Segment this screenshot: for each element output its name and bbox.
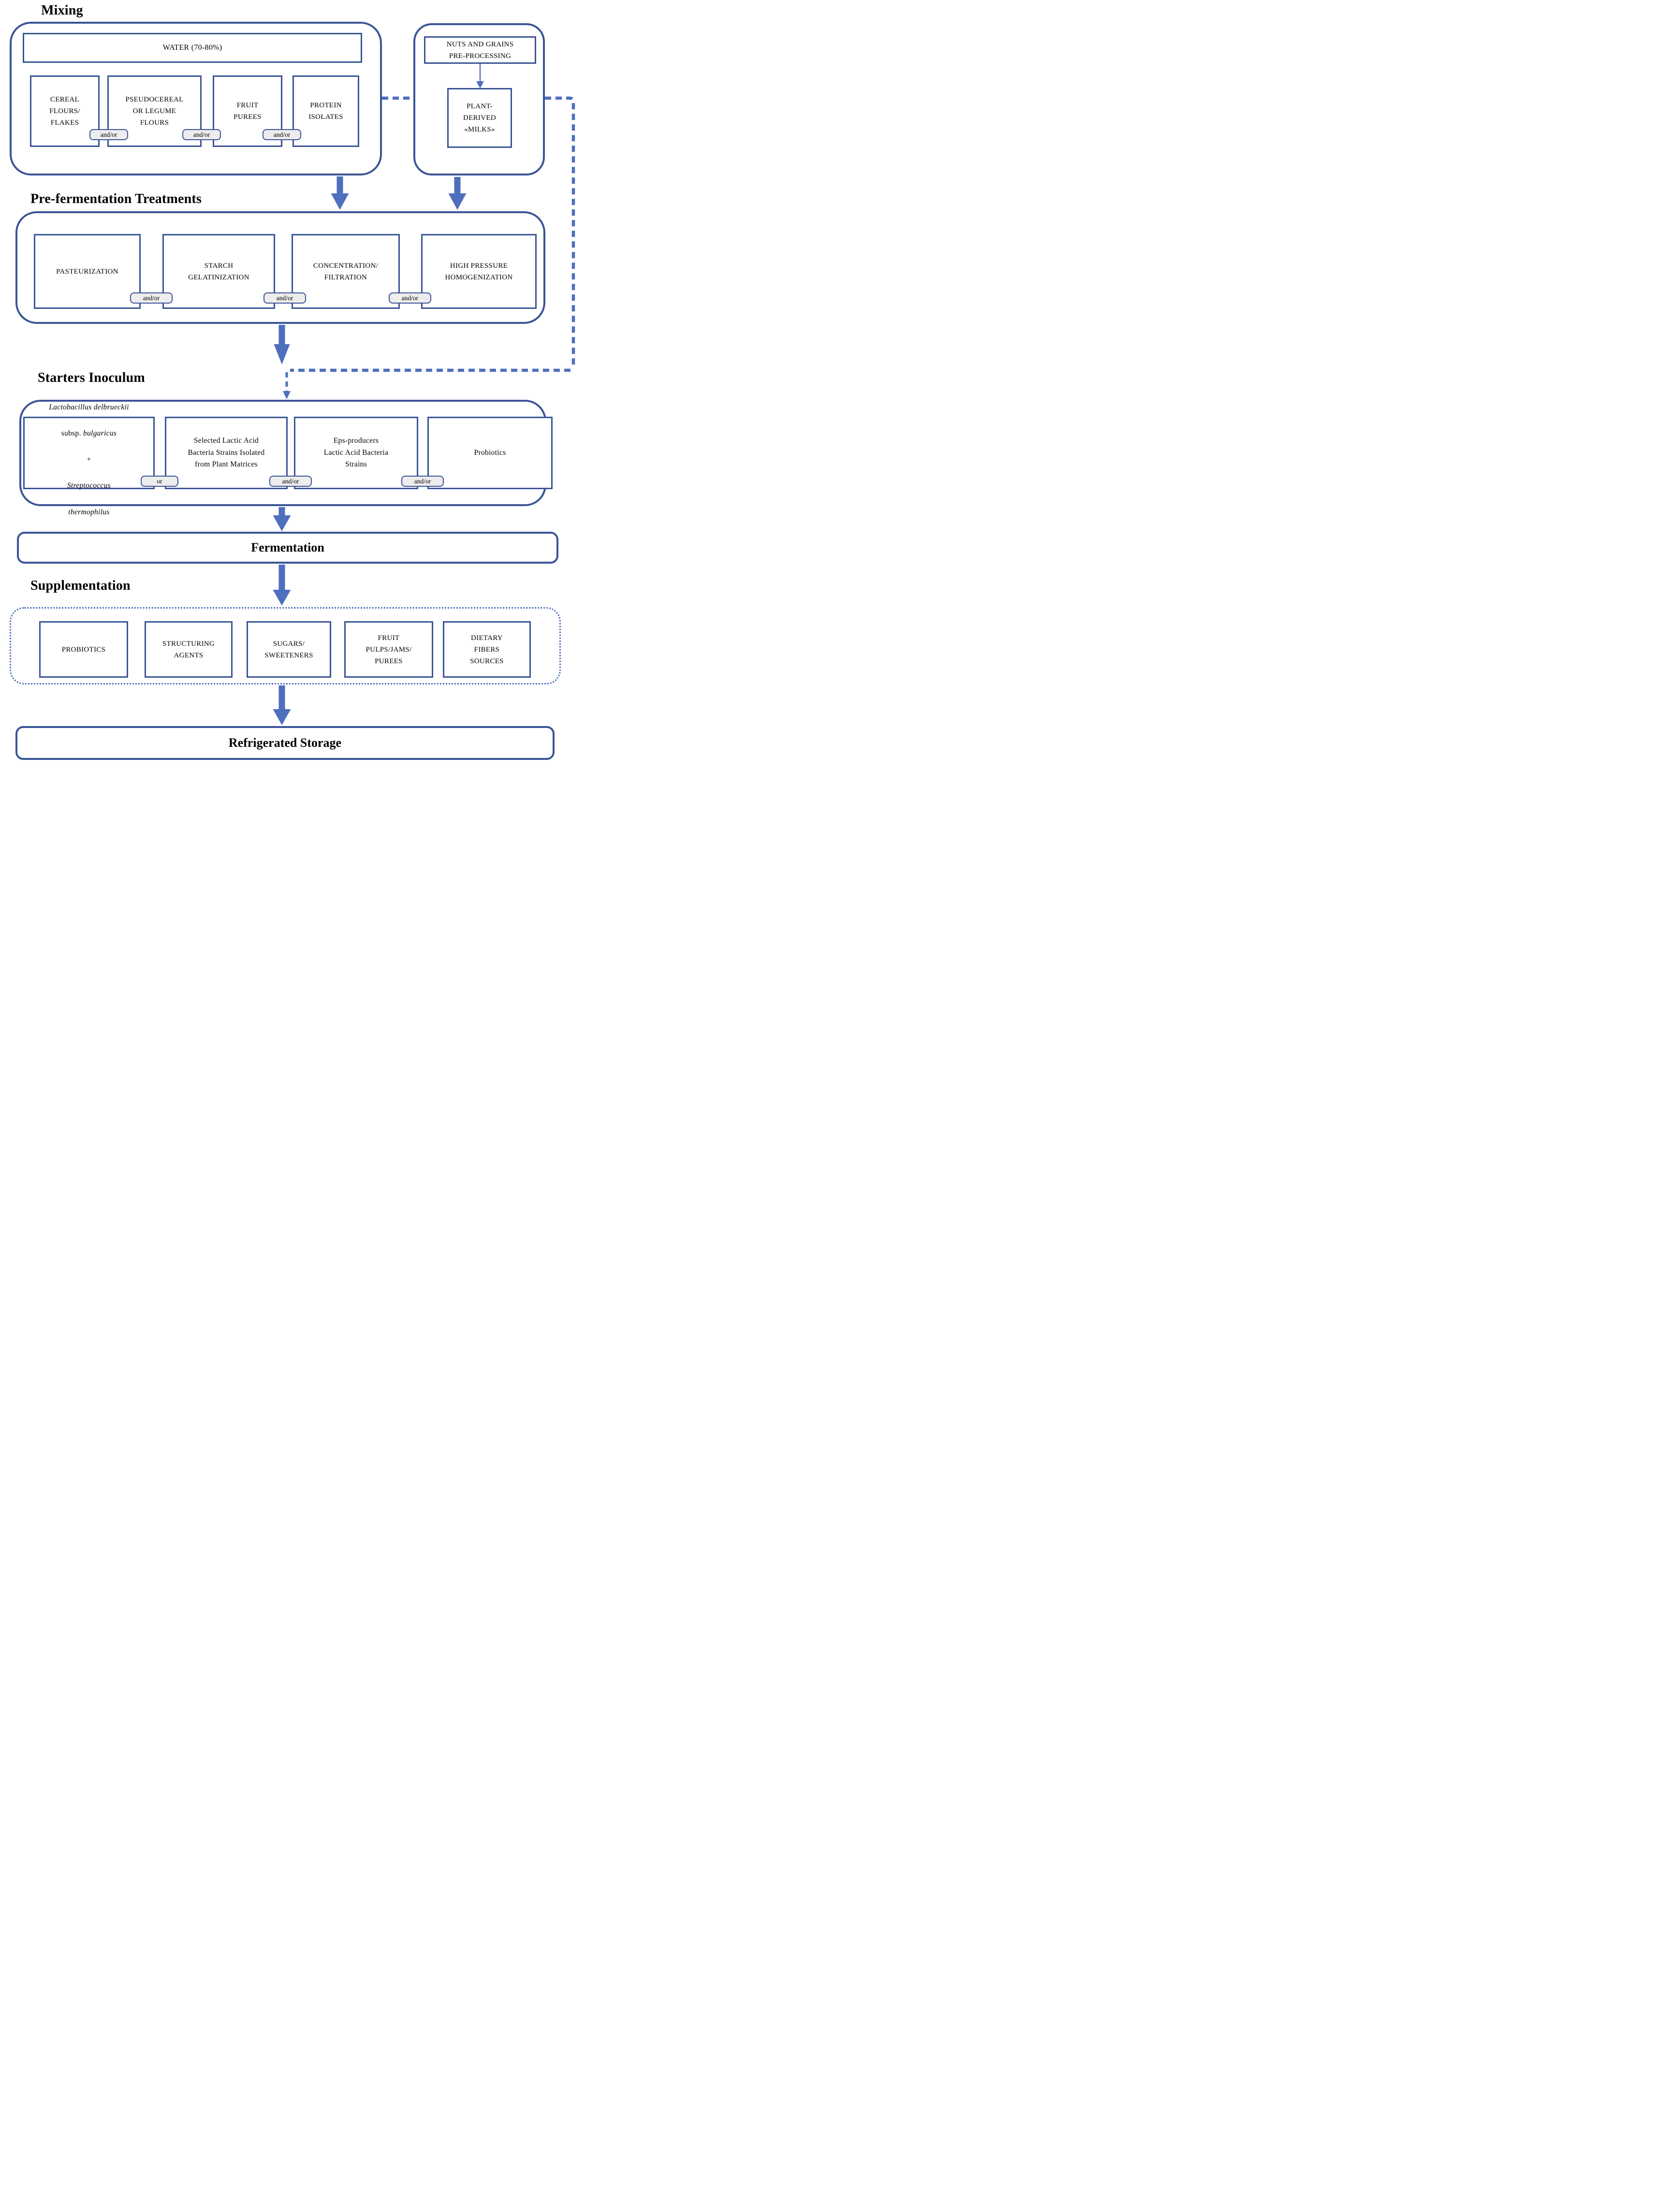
mixing-connector-pill: and/or [263, 129, 301, 140]
prefermentation-connector-pill: and/or [389, 292, 431, 304]
protein-isolates-label: PROTEIN ISOLATES [308, 102, 343, 121]
starters-connector-label: or [157, 477, 162, 485]
prefermentation-connector-label: and/or [276, 294, 293, 302]
sugars-sweeteners-box: SUGARS/ SWEETENERS [247, 621, 331, 678]
prefermentation-title: Pre-fermentation Treatments [30, 191, 202, 206]
arrow-starters-to-fermentation [273, 507, 291, 531]
starters-connector-label: and/or [282, 477, 299, 485]
refrigerated-storage-label: Refrigerated Storage [228, 736, 342, 750]
arrow-prefermentation-to-starters [274, 325, 290, 364]
starters-connector-pill: and/or [269, 476, 312, 487]
mixing-connector-label: and/or [273, 131, 291, 138]
fruit-purees-label: FRUIT PUREES [234, 102, 262, 121]
starters-connector-label: and/or [414, 477, 431, 485]
mixing-connector-label: and/or [193, 131, 210, 138]
refrigerated-storage-bar: Refrigerated Storage [15, 726, 555, 760]
subsp-prefix: subsp. [61, 429, 83, 437]
nuts-preprocessing-label: NUTS AND GRAINS PRE-PROCESSING [446, 40, 514, 60]
high-pressure-label: HIGH PRESSURE HOMOGENIZATION [445, 262, 513, 281]
prefermentation-connector-label: and/or [143, 294, 160, 302]
mixing-container [10, 22, 382, 175]
plus-sign: + [87, 455, 91, 464]
concentration-filtration-label: CONCENTRATION/ FILTRATION [313, 262, 379, 281]
starch-gelatinization-label: STARCH GELATINIZATION [188, 262, 249, 281]
fermentation-label: Fermentation [251, 540, 324, 554]
pseudocereal-label: PSEUDOCEREAL OR LEGUME FLOURS [125, 96, 184, 127]
protein-isolates-box: PROTEIN ISOLATES [292, 75, 359, 147]
fruit-pulps-box: FRUIT PULPS/JAMS/ PUREES [344, 621, 433, 678]
fermentation-bar: Fermentation [17, 532, 558, 564]
probiotics-starter-box: Probiotics [427, 417, 553, 489]
structuring-agents-box: STRUCTURING AGENTS [145, 621, 233, 678]
concentration-filtration-box: CONCENTRATION/ FILTRATION [292, 234, 400, 309]
selected-lab-box: Selected Lactic Acid Bacteria Strains Is… [165, 417, 288, 489]
probiotics-starter-label: Probiotics [474, 448, 506, 457]
bulgaricus-word: bulgaricus [83, 429, 117, 437]
water-box: WATER (70-80%) [23, 33, 362, 63]
prefermentation-connector-pill: and/or [130, 292, 173, 304]
arrow-milks-to-prefermentation [448, 177, 467, 210]
cereal-flours-label: CEREAL FLOURS/ FLAKES [49, 96, 80, 127]
mixing-title: Mixing [41, 3, 83, 18]
plant-milks-box: PLANT- DERIVED «MILKS» [447, 88, 512, 148]
supplementation-title: Supplementation [30, 578, 131, 593]
lactobacillus-line: Lactobacillus delbrueckii [49, 403, 129, 411]
fruit-pulps-label: FRUIT PULPS/JAMS/ PUREES [366, 634, 412, 665]
prefermentation-container [15, 211, 545, 324]
supplementation-container [10, 607, 561, 684]
probiotics-supplement-box: PROBIOTICS [39, 621, 128, 678]
mixing-connector-pill: and/or [89, 129, 128, 140]
water-label: WATER (70-80%) [162, 44, 222, 52]
high-pressure-box: HIGH PRESSURE HOMOGENIZATION [421, 234, 537, 309]
pasteurization-box: PASTEURIZATION [34, 234, 141, 309]
starch-gelatinization-box: STARCH GELATINIZATION [162, 234, 275, 309]
prefermentation-connector-pill: and/or [263, 292, 306, 304]
probiotics-supplement-label: PROBIOTICS [61, 645, 106, 654]
starters-title: Starters Inoculum [38, 370, 145, 385]
pasteurization-label: PASTEURIZATION [56, 267, 118, 276]
eps-producers-label: Eps-producers Lactic Acid Bacteria Strai… [323, 436, 389, 469]
selected-lab-label: Selected Lactic Acid Bacteria Strains Is… [188, 436, 265, 469]
arrow-mixing-to-prefermentation [331, 176, 349, 210]
mixing-connector-pill: and/or [182, 129, 221, 140]
streptococcus-line: Streptococcus [67, 481, 111, 490]
arrow-fermentation-to-supplementation [273, 565, 291, 606]
starters-connector-pill: and/or [401, 476, 444, 487]
dash-arrow-to-starters-head [283, 391, 291, 399]
side-chain-container [413, 23, 545, 175]
starters-connector-pill: or [141, 476, 178, 487]
cereal-flours-box: CEREAL FLOURS/ FLAKES [30, 75, 100, 147]
eps-producers-box: Eps-producers Lactic Acid Bacteria Strai… [294, 417, 418, 489]
plant-milks-label: PLANT- DERIVED «MILKS» [463, 102, 496, 133]
mixing-connector-label: and/or [100, 131, 117, 138]
sugars-sweeteners-label: SUGARS/ SWEETENERS [264, 640, 313, 659]
thermophilus-line: thermophilus [68, 508, 110, 516]
dash-milks-bypass-down [545, 96, 575, 367]
dietary-fibers-label: DIETARY FIBERS SOURCES [470, 634, 504, 665]
dietary-fibers-box: DIETARY FIBERS SOURCES [443, 621, 531, 678]
flowchart-canvas: Mixing WATER (70-80%) CEREAL FLOURS/ FLA… [0, 0, 580, 770]
yogurt-cultures-label: Lactobacillus delbrueckii subsp. bulgari… [47, 386, 131, 519]
arrow-supplementation-to-storage [273, 685, 291, 725]
yogurt-cultures-box: Lactobacillus delbrueckii subsp. bulgari… [23, 403, 155, 516]
prefermentation-connector-label: and/or [401, 294, 419, 302]
nuts-preprocessing-box: NUTS AND GRAINS PRE-PROCESSING [424, 36, 536, 64]
structuring-agents-label: STRUCTURING AGENTS [162, 640, 215, 659]
